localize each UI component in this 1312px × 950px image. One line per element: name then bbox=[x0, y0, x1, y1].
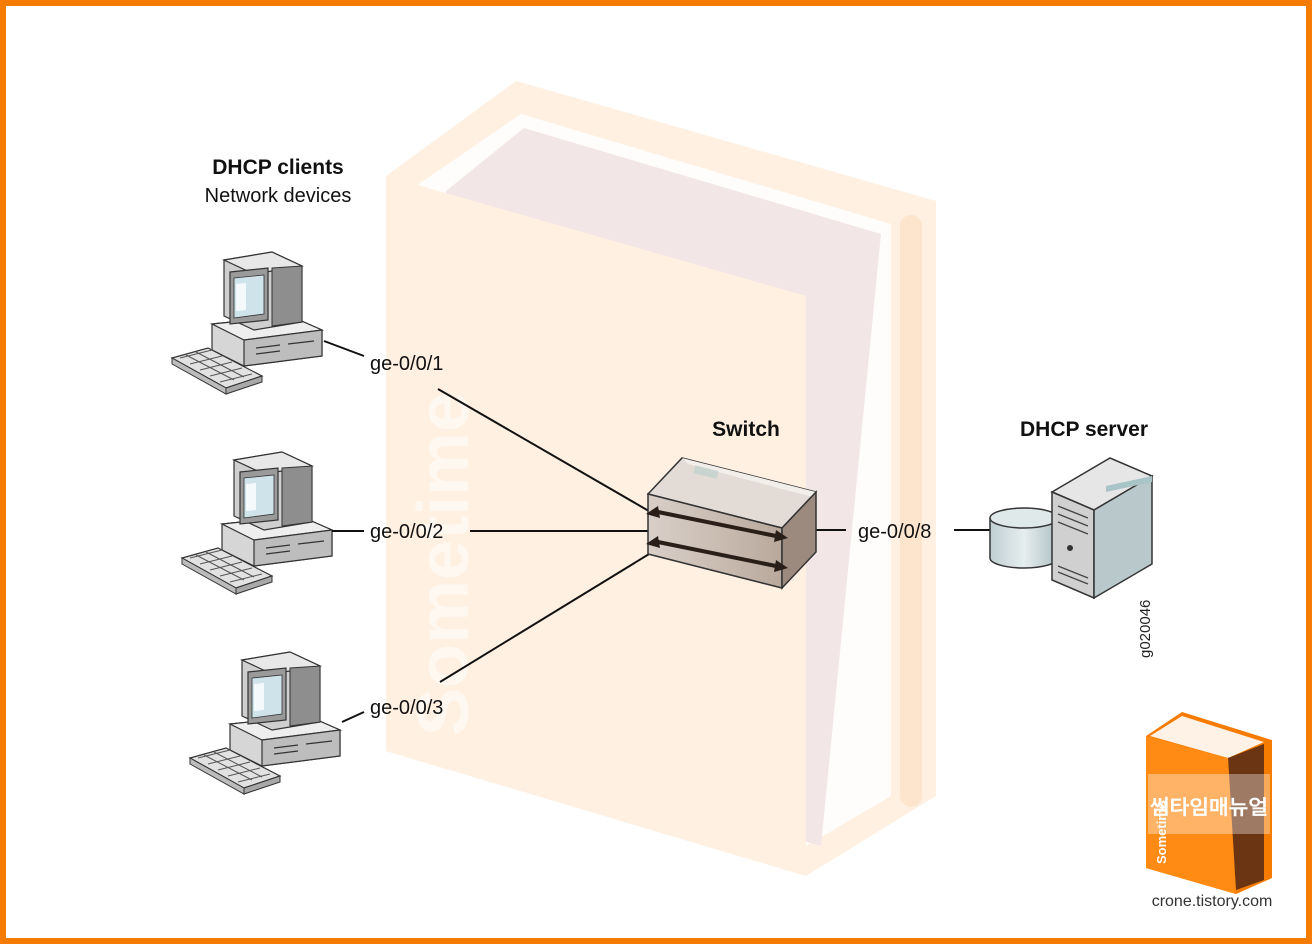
clients-title: DHCP clients bbox=[212, 156, 344, 179]
logo-url: crone.tistory.com bbox=[1152, 893, 1273, 910]
watermark-text: Sometime bbox=[404, 392, 484, 736]
port-label-client3: ge-0/0/3 bbox=[370, 697, 443, 719]
connection-lines bbox=[323, 340, 990, 723]
client-computer-icon bbox=[189, 651, 341, 795]
watermark-book: Sometime bbox=[386, 81, 936, 876]
logo: Sometime 썸타임매뉴얼 bbox=[1146, 712, 1272, 894]
server-label: DHCP server bbox=[1020, 418, 1148, 441]
switch-label: Switch bbox=[712, 418, 780, 441]
port-label-server: ge-0/0/8 bbox=[858, 521, 931, 543]
network-diagram: Sometime DHCP clients Network devices ge… bbox=[171, 81, 1273, 910]
client-computer-icon bbox=[171, 251, 323, 395]
clients-subtitle: Network devices bbox=[205, 185, 352, 207]
storage-disk-icon bbox=[989, 507, 1059, 569]
logo-title: 썸타임매뉴얼 bbox=[1150, 795, 1268, 819]
server-tower-icon bbox=[1050, 457, 1154, 600]
port-label-client1: ge-0/0/1 bbox=[370, 353, 443, 375]
client-computer-icon bbox=[181, 451, 333, 595]
figure-id: g020046 bbox=[1137, 600, 1154, 658]
logo-side-text: Sometime bbox=[1154, 802, 1169, 864]
port-label-client2: ge-0/0/2 bbox=[370, 521, 443, 543]
switch-icon bbox=[646, 457, 818, 590]
